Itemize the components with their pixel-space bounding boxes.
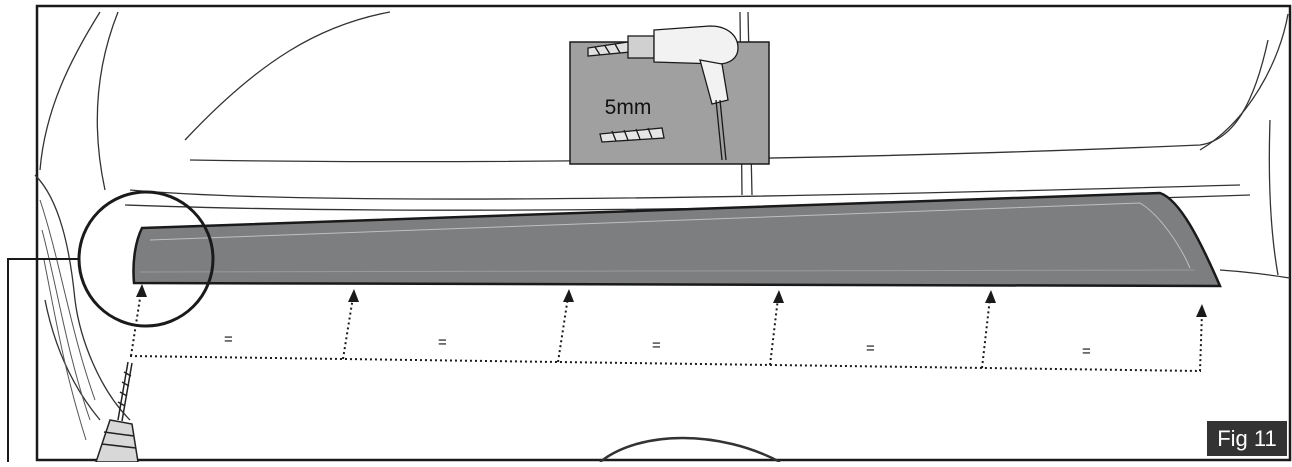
spacing-mark: = [652, 337, 661, 354]
arrowhead-4 [773, 290, 784, 303]
figure-frame [35, 4, 1292, 462]
hole-guide-2 [342, 296, 354, 360]
side-skirt-panel [132, 191, 1222, 288]
hole-guide-4 [769, 297, 779, 366]
hole-guide-1 [130, 291, 142, 357]
side-skirt-lower-edge [139, 269, 1196, 273]
side-skirt-highlight [149, 202, 1191, 269]
detail-leader-line [7, 258, 80, 462]
drill-bit-size-label: 5mm [604, 96, 652, 119]
wheel-arch-lines [39, 199, 96, 441]
arrowhead-5 [985, 290, 996, 303]
spacing-mark: = [438, 334, 447, 351]
drill-bit-icon [94, 361, 139, 463]
arrowhead-2 [348, 289, 359, 302]
arrowhead-1 [136, 284, 147, 297]
spacing-guide [129, 291, 1203, 373]
spacing-baseline [129, 311, 1203, 373]
hole-arrowheads [136, 284, 1207, 317]
spacing-mark: = [224, 331, 233, 348]
hole-guide-3 [557, 296, 569, 363]
arrowhead-6 [1196, 304, 1207, 317]
power-drill-icon [587, 25, 739, 161]
drill-bit-small-icon [599, 127, 665, 143]
spacing-mark: = [866, 340, 875, 357]
hole-guide-5 [981, 297, 991, 369]
arrowhead-3 [563, 289, 574, 302]
figure-label: Fig 11 [1207, 421, 1287, 456]
spacing-mark: = [1082, 343, 1091, 360]
